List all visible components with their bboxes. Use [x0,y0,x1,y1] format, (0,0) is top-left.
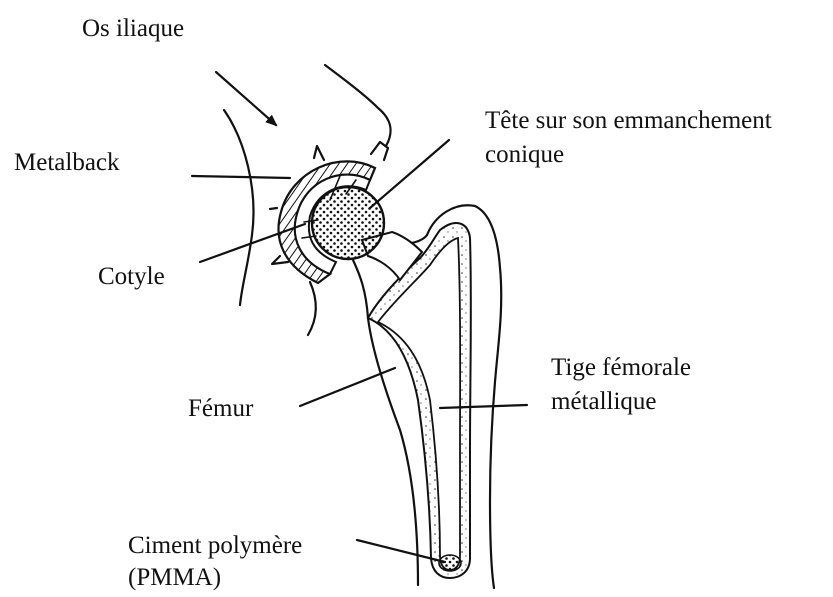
femur-leader [300,368,395,406]
label-tete-line2: conique [485,140,564,169]
label-femur: Fémur [188,394,253,423]
label-os-iliaque: Os iliaque [82,14,184,43]
metalback-leader [192,176,290,178]
femoral-stem [368,223,471,578]
label-ciment-line1: Ciment polymère [128,531,302,560]
label-tete-line1: Tête sur son emmanchement [485,106,772,135]
tete-leader [370,140,449,208]
label-cotyle: Cotyle [98,262,165,291]
label-tige-line2: métallique [551,387,657,416]
label-tige-line1: Tige fémorale [551,353,691,382]
femoral-head [312,187,384,259]
label-metalback: Metalback [14,148,120,177]
label-ciment-line2: (PMMA) [128,563,221,592]
os-iliaque-arrow [216,72,276,125]
